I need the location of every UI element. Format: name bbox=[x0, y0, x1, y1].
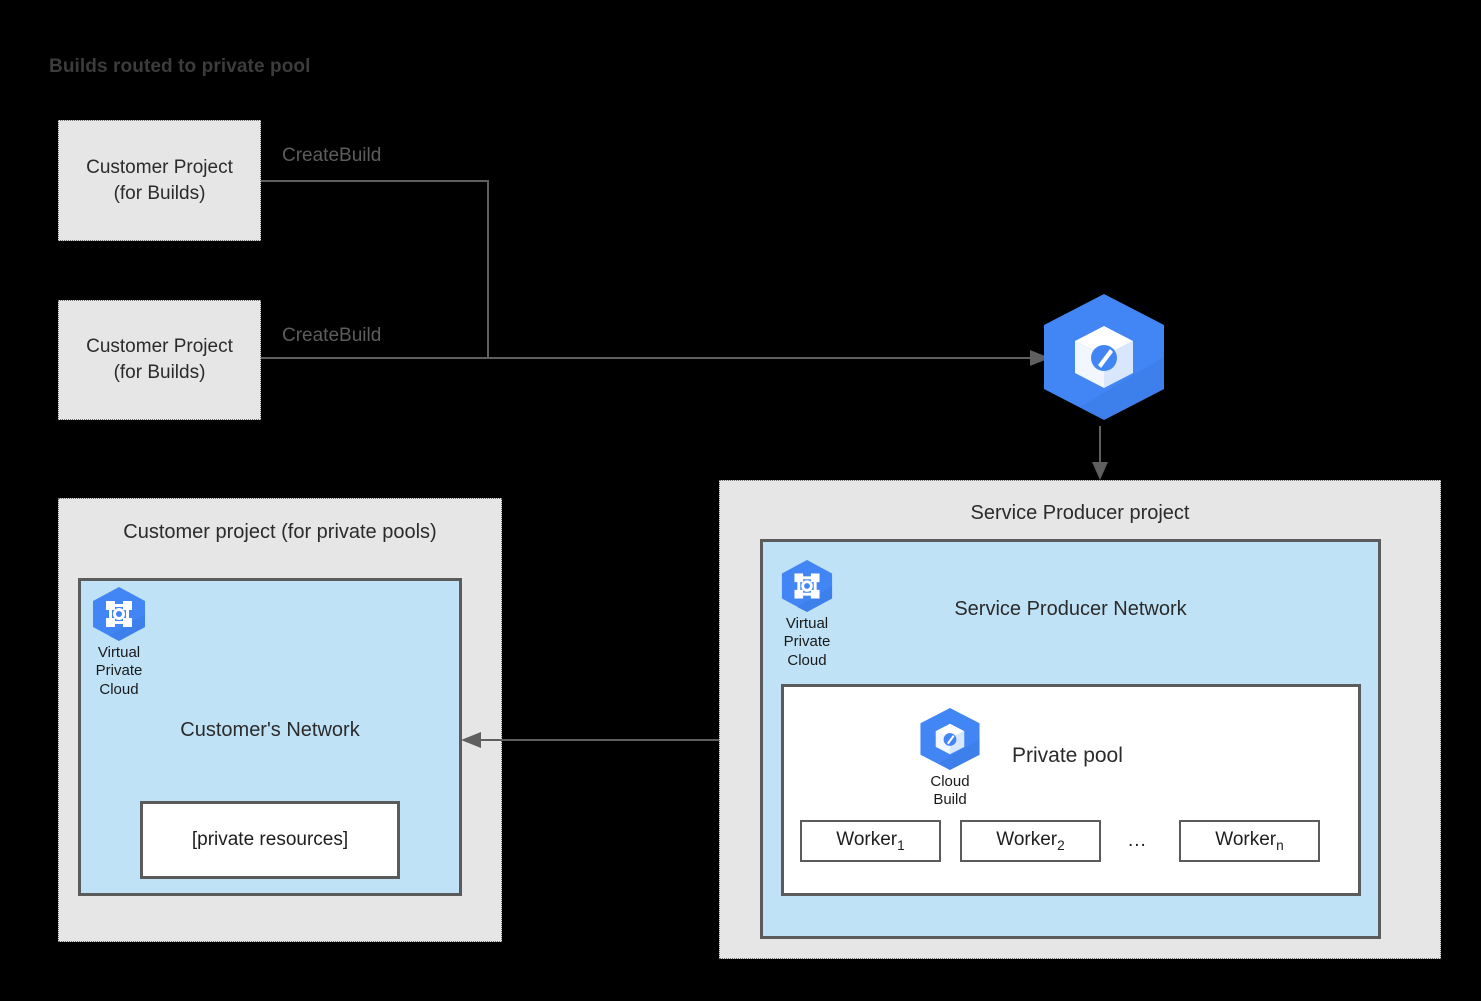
worker-box-1-label: Worker1 bbox=[836, 829, 905, 853]
route-to-private-pool-arrowhead bbox=[1092, 462, 1108, 480]
createbuild-arrowhead bbox=[1030, 350, 1050, 366]
worker-box-2[interactable]: Worker2 bbox=[960, 820, 1101, 862]
cloud-build-icon bbox=[920, 707, 980, 771]
private-pool-cloud-build-caption: Cloud Build bbox=[930, 773, 969, 810]
private-pool-cloud-build-icon-stack: Cloud Build bbox=[917, 707, 983, 810]
customer-vpc-caption-line3: Cloud bbox=[99, 680, 139, 698]
createbuild-label-2: CreateBuild bbox=[282, 325, 382, 346]
customer-build-project-2-line2: (for Builds) bbox=[113, 362, 206, 383]
customer-build-project-2[interactable]: Customer Project (for Builds) bbox=[58, 300, 261, 420]
customer-build-project-1-line2: (for Builds) bbox=[113, 182, 206, 204]
sp-vpc-caption-line2: Private bbox=[783, 633, 831, 651]
customer-build-project-1-line1: Customer Project bbox=[86, 156, 233, 178]
worker-box-n-label: Workern bbox=[1215, 829, 1284, 853]
customer-build-project-2-text: Customer Project (for Builds) bbox=[86, 334, 233, 385]
worker-box-1[interactable]: Worker1 bbox=[800, 820, 941, 862]
service-producer-project-title: Service Producer project bbox=[970, 502, 1190, 524]
customer-vpc-caption-line2: Private bbox=[95, 662, 143, 680]
worker-2-name: Worker bbox=[996, 829, 1058, 851]
service-producer-vpc-caption: Virtual Private Cloud bbox=[784, 615, 831, 670]
route-to-private-pool-line bbox=[1099, 426, 1101, 468]
private-resources-label: [private resources] bbox=[191, 829, 349, 850]
customer-build-project-2-line1: Customer Project bbox=[86, 336, 233, 358]
cloud-build-caption-line2: Build bbox=[933, 791, 967, 809]
worker-1-name: Worker bbox=[836, 829, 898, 851]
customer-build-project-1[interactable]: Customer Project (for Builds) bbox=[58, 120, 261, 241]
service-producer-vpc-icon-stack: Virtual Private Cloud bbox=[777, 559, 837, 670]
cloud-build-caption-line1: Cloud bbox=[930, 773, 970, 790]
customer-vpc-icon-stack: Virtual Private Cloud bbox=[88, 586, 150, 699]
createbuild-connector-2-horizontal bbox=[261, 357, 1046, 359]
createbuild-label-1: CreateBuild bbox=[282, 145, 382, 166]
worker-box-2-label: Worker2 bbox=[996, 829, 1065, 853]
private-resources-box[interactable]: [private resources] bbox=[140, 801, 400, 879]
virtual-private-cloud-icon bbox=[781, 559, 833, 613]
cloud-build-icon bbox=[1044, 294, 1164, 420]
createbuild-connector-1-horizontal bbox=[261, 180, 488, 182]
sp-vpc-caption-line3: Cloud bbox=[787, 651, 827, 669]
vpc-peering-line bbox=[478, 739, 744, 741]
service-producer-network-title: Service Producer Network bbox=[954, 598, 1187, 620]
createbuild-connector-1-vertical bbox=[487, 180, 489, 358]
worker-n-subscript: n bbox=[1276, 837, 1284, 853]
customer-private-pools-project-title: Customer project (for private pools) bbox=[123, 521, 437, 543]
sp-vpc-caption-line1: Virtual bbox=[785, 615, 829, 632]
customer-build-project-1-text: Customer Project (for Builds) bbox=[86, 155, 233, 206]
customers-network-title: Customer's Network bbox=[180, 719, 360, 741]
virtual-private-cloud-icon bbox=[93, 587, 145, 641]
worker-2-subscript: 2 bbox=[1057, 837, 1065, 853]
private-pool-box[interactable] bbox=[781, 684, 1361, 896]
worker-n-name: Worker bbox=[1215, 829, 1277, 851]
customer-vpc-caption-line1: Virtual bbox=[97, 644, 141, 661]
vpc-peering-arrowhead-left bbox=[461, 732, 481, 748]
customer-vpc-caption: Virtual Private Cloud bbox=[96, 644, 143, 699]
private-pool-label: Private pool bbox=[1012, 744, 1123, 767]
page-title: Builds routed to private pool bbox=[49, 56, 311, 77]
worker-1-subscript: 1 bbox=[897, 837, 905, 853]
workers-ellipsis: ... bbox=[1128, 830, 1147, 851]
worker-box-n[interactable]: Workern bbox=[1179, 820, 1320, 862]
